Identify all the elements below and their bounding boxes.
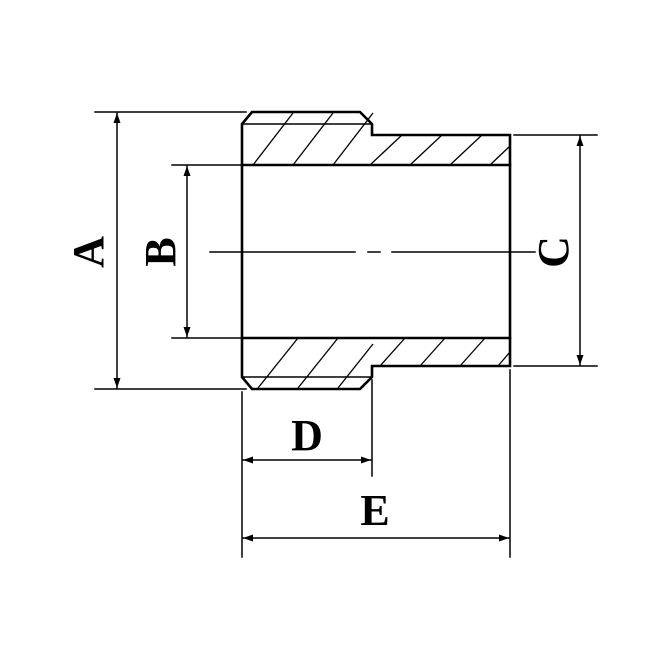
extension-lines <box>94 111 598 558</box>
label-a: A <box>64 236 113 268</box>
part-outline <box>240 110 512 391</box>
upper-wall-section <box>252 112 511 166</box>
outer-profile-top <box>240 110 512 391</box>
label-d: D <box>291 411 323 460</box>
label-e: E <box>360 486 389 535</box>
lower-wall-section <box>257 337 511 389</box>
label-b: B <box>136 237 185 266</box>
label-c: C <box>529 236 578 268</box>
